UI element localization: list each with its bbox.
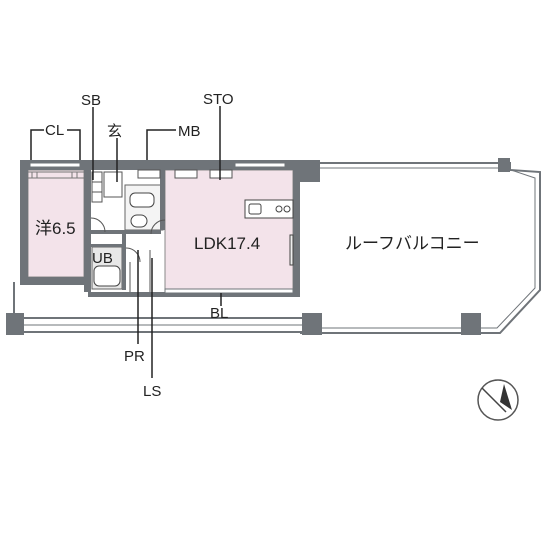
doors: [90, 217, 166, 292]
ldk-floor: [164, 169, 294, 294]
western-room-label: 洋6.5: [35, 219, 76, 238]
shoe-box-label: SB: [81, 92, 101, 109]
meter-box-fixture: [137, 169, 233, 179]
entrance-label: 玄: [107, 123, 122, 140]
closet-fixture: [28, 171, 84, 179]
washroom-fixtures: [129, 192, 155, 228]
linen-storage-label: LS: [143, 383, 161, 400]
compass-icon: [477, 379, 519, 421]
kitchen-counter: [244, 199, 294, 266]
ldk-label: LDK17.4: [194, 234, 260, 253]
meter-box-label: MB: [178, 123, 201, 140]
columns: [6, 158, 510, 335]
storage-label: STO: [203, 91, 234, 108]
leader-lines: [30, 106, 222, 378]
bathtub: [93, 265, 121, 287]
annotation-labels: CL SB 玄 MB STO BL PR LS: [45, 91, 234, 400]
windows: [29, 162, 294, 294]
pantry-label: PR: [124, 348, 145, 365]
balcony-label: BL: [210, 305, 228, 322]
walls: [20, 160, 300, 297]
unit-bath-label: UB: [92, 250, 113, 267]
roof-balcony-label: ルーフバルコニー: [345, 234, 480, 253]
closet-label: CL: [45, 122, 64, 139]
room-labels: 洋6.5 LDK17.4 ルーフバルコニー UB: [35, 219, 480, 267]
western-room-floor: [27, 169, 85, 278]
